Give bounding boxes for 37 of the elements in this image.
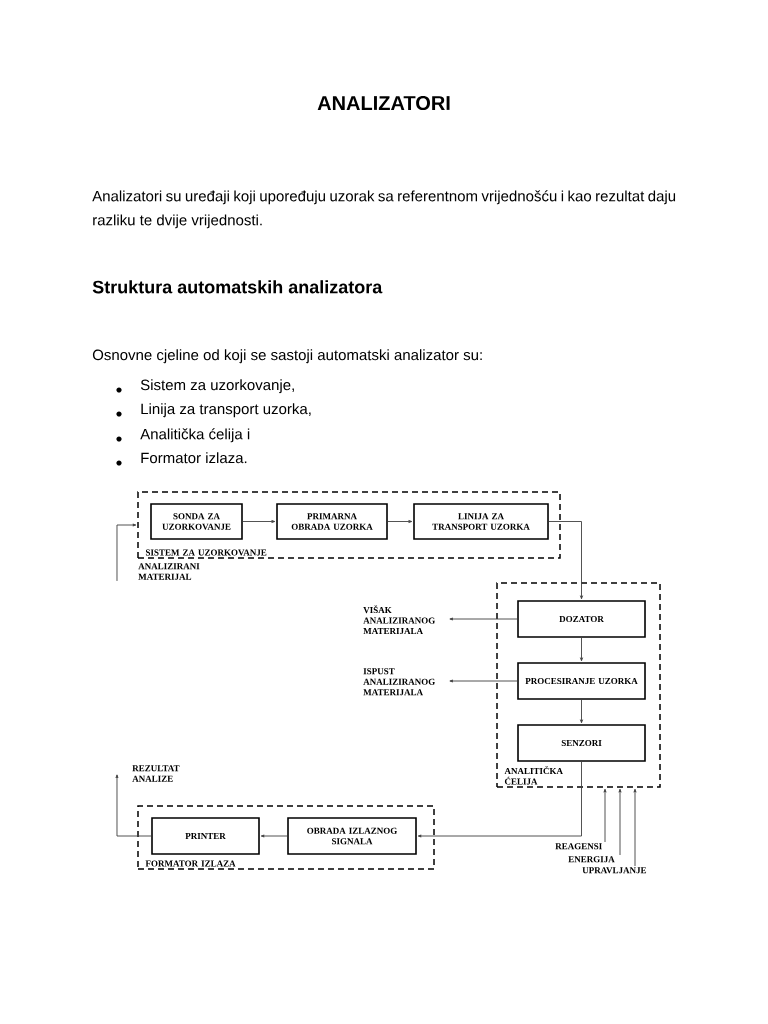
flow-label: ENERGIJA [568, 856, 615, 863]
arrow [449, 679, 518, 683]
arrow [115, 774, 152, 837]
flow-label: REZULTAT ANALIZE [132, 765, 180, 782]
paragraph: Analizatori su uređaji koji upoređuju uzorak sa referentnom vrijednošću i kao rezultat daju razliku te dvije vrijednosti. [92, 190, 676, 229]
process-box: PRINTER [151, 817, 260, 855]
arrow [387, 520, 413, 523]
arrow [633, 788, 637, 867]
arrow [603, 788, 607, 843]
arrow [580, 699, 583, 724]
heading: Struktura automatskih analizatora [92, 280, 383, 294]
arrow [260, 834, 288, 838]
arrow [580, 637, 583, 662]
process-box: SONDA ZA UZORKOVANJE [150, 503, 243, 540]
flow-label: ISPUST ANALIZIRANOG MATERIJALA [363, 668, 435, 696]
process-box: PRIMARNA OBRADA UZORKA [276, 503, 388, 540]
flow-label: VIŠAK ANALIZIRANOG MATERIJALA [363, 605, 435, 635]
process-box: SENZORI [517, 724, 646, 762]
process-box: PROCESIRANJE UZORKA [517, 662, 646, 700]
bullet-item: Linija za transport uzorka, [116, 403, 311, 418]
arrow [417, 761, 582, 838]
flow-label: ANALIZIRANI MATERIJAL [138, 563, 200, 580]
bullet-item: Sistem za uzorkovanje, [116, 379, 294, 394]
bullet-item: Analitička ćelija i [116, 428, 250, 443]
intro-text: Osnovne cjeline od koji se sastoji automatski analizator su: [92, 349, 482, 364]
flow-label: UPRAVLJANJE [582, 867, 647, 874]
title: ANALIZATORI [317, 95, 450, 111]
process-box: DOZATOR [517, 600, 646, 638]
arrow [548, 521, 583, 600]
flow-label: REAGENSI [555, 843, 602, 850]
process-box: OBRADA IZLAZNOG SIGNALA [287, 817, 417, 855]
arrow [116, 523, 137, 582]
process-box: LINIJA ZA TRANSPORT UZORKA [413, 503, 549, 540]
arrow [618, 788, 622, 856]
arrow [242, 520, 276, 523]
bullet-item: Formator izlaza. [116, 452, 247, 466]
arrow [449, 617, 518, 621]
